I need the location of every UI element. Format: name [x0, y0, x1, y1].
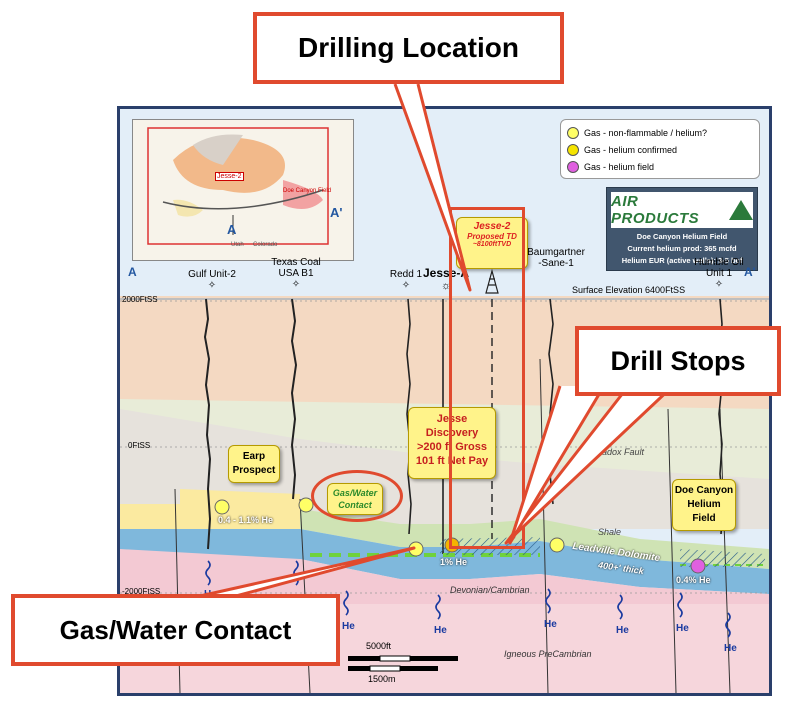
- inset-field-label: Doe Canyon Field: [283, 188, 332, 194]
- depth-label-2000: 2000FtSS: [122, 295, 158, 304]
- well-name-2: USA B1: [278, 268, 314, 279]
- he-label: He: [544, 619, 557, 630]
- callout-gwc-text: Gas/Water Contact: [59, 614, 292, 645]
- inset-map: Jesse-2 Doe Canyon Field A A' Utah Color…: [132, 119, 354, 261]
- doe-canyon-bubble: Doe Canyon Helium Field: [672, 479, 736, 531]
- well-name: Humble Oil: [694, 257, 744, 268]
- pct-jesse: 1% He: [440, 557, 468, 567]
- company-field-name: Doe Canyon Helium Field: [636, 232, 728, 241]
- section-a-label: A: [128, 265, 137, 279]
- proposed-well-line1: Proposed TD: [467, 232, 517, 241]
- discovery-line4: 101 ft Net Pay: [415, 455, 489, 467]
- proposed-well-name: Jesse-2: [473, 221, 511, 232]
- earp-bubble: Earp Prospect: [228, 445, 280, 483]
- inset-map-svg: [147, 127, 329, 245]
- well-name: Gulf Unit-2: [188, 269, 236, 280]
- well-name: Baumgartner: [527, 247, 585, 258]
- legend-swatch: [567, 160, 579, 173]
- legend-label: Gas - helium confirmed: [584, 144, 678, 155]
- scale-ft-label: 5000ft: [366, 641, 392, 651]
- legend-swatch: [567, 126, 579, 139]
- he-label: He: [434, 625, 447, 636]
- discovery-line2: Discovery: [425, 427, 479, 439]
- legend: Gas - non-flammable / helium? Gas - heli…: [560, 119, 760, 179]
- callout-gas-water-contact: Gas/Water Contact: [11, 594, 340, 666]
- fault-label: Paradox Fault: [588, 447, 645, 457]
- earp-line1: Earp: [242, 451, 266, 462]
- doe-line2: Helium: [687, 499, 721, 510]
- proposed-well-line2: ~8100ftTVD: [472, 241, 512, 248]
- callout-drilling-location: Drilling Location: [253, 12, 564, 84]
- devonian-label: Devonian/Cambrian: [450, 585, 530, 595]
- company-eur: Helium EUR (active wells): 3-5 bcf: [621, 256, 743, 265]
- well-label-gulf: Gulf Unit-2 ✧: [172, 269, 252, 291]
- company-logo: AIR PRODUCTS: [611, 192, 753, 228]
- well-name-2: Unit 1: [705, 268, 733, 279]
- inset-a-label: A: [227, 222, 237, 237]
- callout-drill-stops: Drill Stops: [575, 326, 781, 396]
- inset-state-right: Colorado: [253, 242, 278, 248]
- he-label: He: [676, 623, 689, 634]
- section-a-prime-label: A': [744, 265, 756, 279]
- shale-label: Shale: [598, 527, 622, 537]
- company-current-prod: Current helium prod: 365 mcfd: [627, 244, 737, 253]
- discovery-line1: Jesse: [436, 413, 468, 425]
- legend-item: Gas - helium confirmed: [567, 141, 753, 158]
- well-name: Texas Coal: [271, 257, 321, 268]
- well-highlight-box: [449, 207, 525, 549]
- doe-line3: Field: [692, 513, 716, 524]
- scale-m-label: 1500m: [368, 674, 396, 684]
- legend-label: Gas - helium field: [584, 161, 655, 172]
- doe-line1: Doe Canyon: [674, 485, 734, 496]
- surface-elevation: Surface Elevation 6400FtSS: [572, 285, 686, 295]
- depth-label-0: 0FtSS: [128, 441, 151, 450]
- gwc-highlight-ellipse: [311, 470, 403, 522]
- he-label: He: [724, 643, 737, 654]
- he-label: He: [342, 621, 355, 632]
- well-label-humble: Humble Oil Unit 1 ✧: [684, 257, 754, 290]
- company-logo-text: AIR PRODUCTS: [611, 193, 700, 227]
- well-label-texas: Texas Coal USA B1 ✧: [256, 257, 336, 290]
- legend-swatch: [567, 143, 579, 156]
- well-symbol-icon: ✧: [291, 279, 301, 290]
- well-name-2: -Sane-1: [538, 258, 574, 269]
- depth-label-neg2000: -2000FtSS: [122, 587, 161, 596]
- inset-state-left: Utah: [231, 242, 244, 248]
- he-label: He: [616, 625, 629, 636]
- igneous-label: Igneous PreCambrian: [504, 649, 592, 659]
- air-products-logo-icon: [729, 200, 753, 220]
- inset-a-prime-label: A': [330, 205, 343, 220]
- pct-earp: 0.4 - 1.1% He: [218, 515, 274, 525]
- well-symbol-icon: ✧: [714, 279, 724, 290]
- callout-drill-stops-text: Drill Stops: [610, 345, 746, 376]
- earp-line2: Prospect: [232, 465, 276, 476]
- callout-drilling-location-text: Drilling Location: [298, 32, 519, 63]
- legend-item: Gas - helium field: [567, 158, 753, 175]
- legend-label: Gas - non-flammable / helium?: [584, 127, 708, 138]
- inset-well-label: Jesse-2: [215, 172, 244, 181]
- legend-item: Gas - non-flammable / helium?: [567, 124, 753, 141]
- well-label-baumgartner: Baumgartner -Sane-1: [516, 247, 596, 269]
- pct-doe: 0.4% He: [676, 575, 711, 585]
- company-box: AIR PRODUCTS Doe Canyon Helium Field Cur…: [606, 187, 758, 271]
- well-symbol-icon: ✧: [207, 280, 217, 291]
